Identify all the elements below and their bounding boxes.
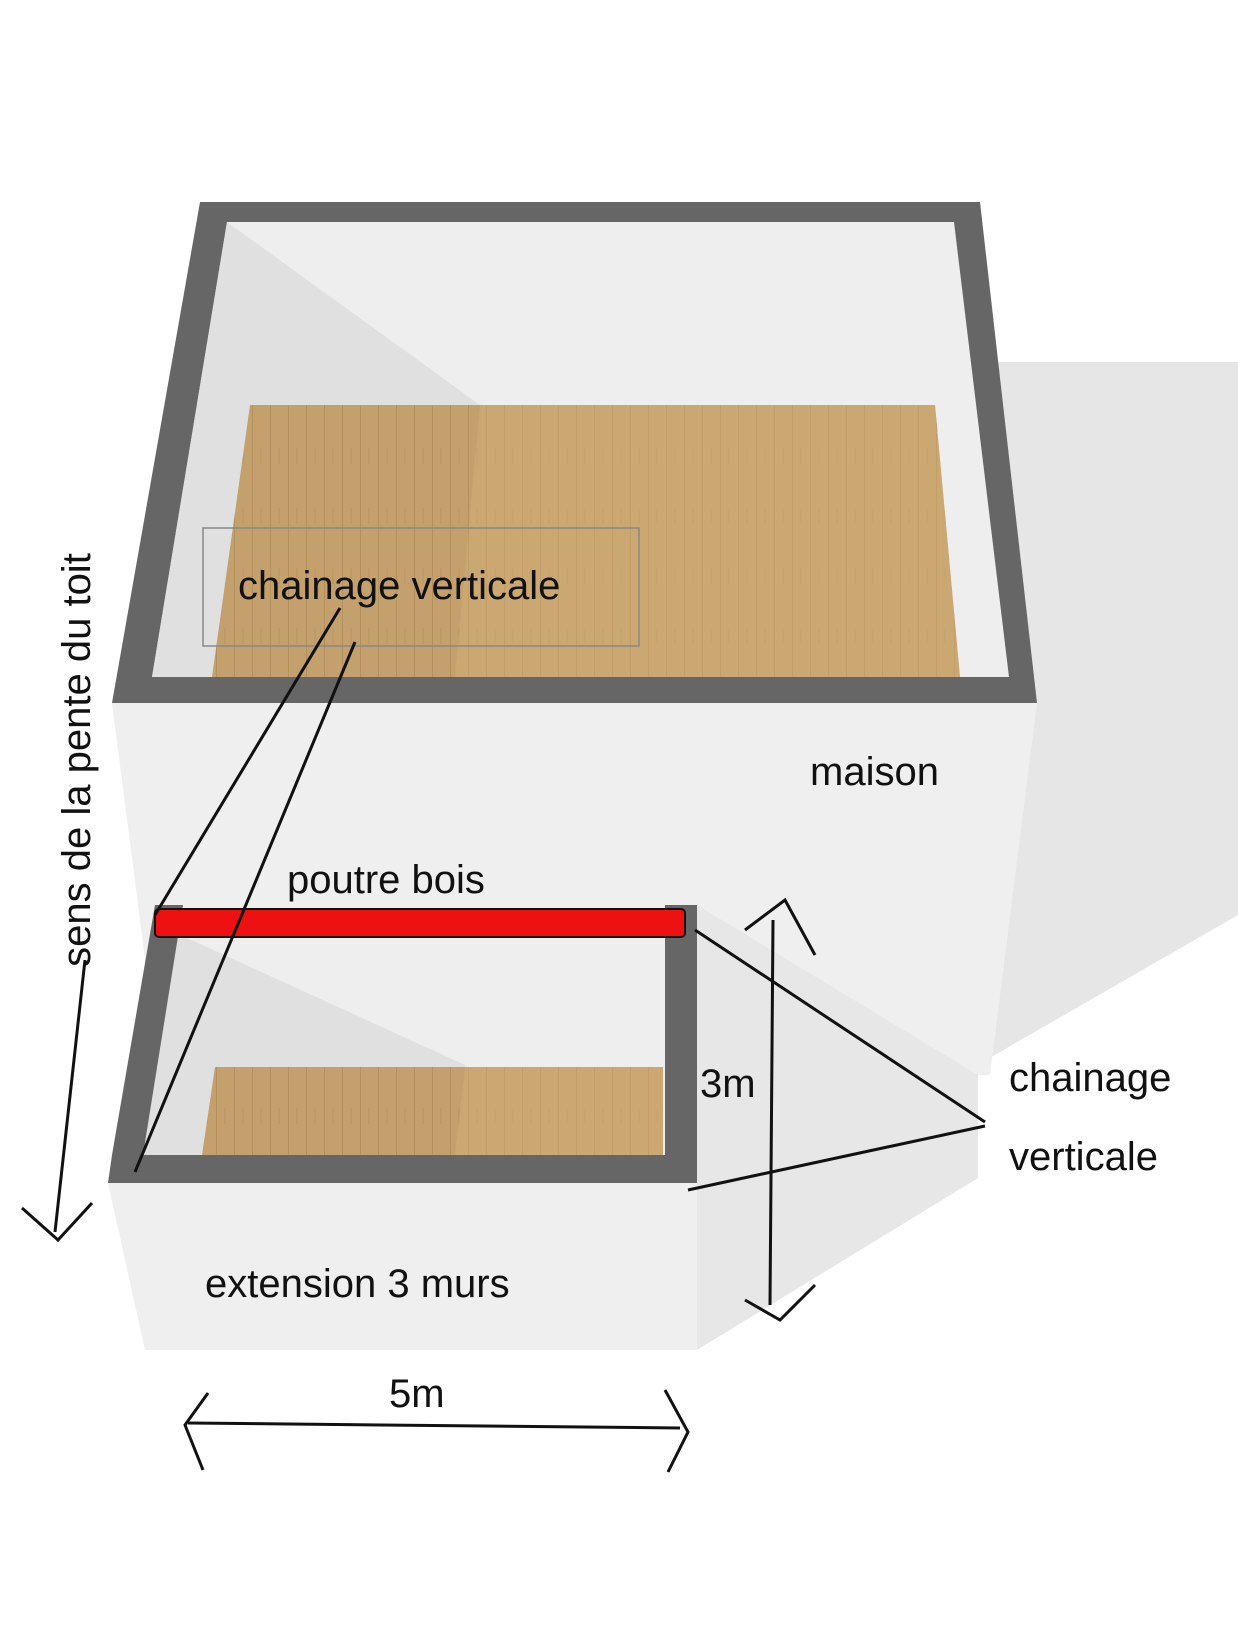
- label-height-3m: 3m: [700, 1062, 756, 1106]
- label-chainage-right-line1: chainage: [1009, 1056, 1172, 1100]
- extension-floor: [202, 1067, 663, 1155]
- extension-floor-shade: [455, 1067, 663, 1155]
- slope-arrow-head: [21, 1201, 94, 1243]
- height-arrow-bottom: [744, 1283, 817, 1322]
- label-chainage-right-line2: verticale: [1009, 1135, 1158, 1179]
- wood-beam: [154, 908, 686, 938]
- pointer-line-3: [694, 928, 986, 1124]
- extension-front-wall: [108, 1183, 697, 1350]
- pointer-line-1: [153, 607, 342, 916]
- label-roof-slope: sens de la pente du toit: [55, 553, 99, 967]
- label-width-5m: 5m: [389, 1372, 445, 1416]
- width-arrow-left: [183, 1392, 210, 1471]
- extension-right-wall-top: [665, 905, 697, 1183]
- extension-left-wall-top: [112, 905, 183, 1155]
- label-box: [202, 527, 640, 647]
- pointer-line-2: [133, 641, 357, 1173]
- width-dimension-line: [187, 1421, 681, 1430]
- label-chainage-verticale-top: chainage verticale: [238, 564, 561, 608]
- label-poutre-bois: poutre bois: [287, 858, 485, 902]
- house-floor: [212, 405, 960, 677]
- height-arrow-top: [744, 897, 817, 956]
- house-shadow: [960, 362, 1238, 1075]
- label-extension: extension 3 murs: [205, 1262, 510, 1306]
- extension-front-wall-top: [108, 1155, 697, 1183]
- house-floor-shade: [455, 405, 960, 677]
- height-dimension-line: [768, 919, 775, 1306]
- slope-arrow-line: [53, 959, 87, 1233]
- pointer-line-4: [687, 1124, 986, 1192]
- label-maison: maison: [810, 750, 939, 794]
- extension-side-wall: [697, 905, 978, 1350]
- width-arrow-right: [663, 1389, 690, 1473]
